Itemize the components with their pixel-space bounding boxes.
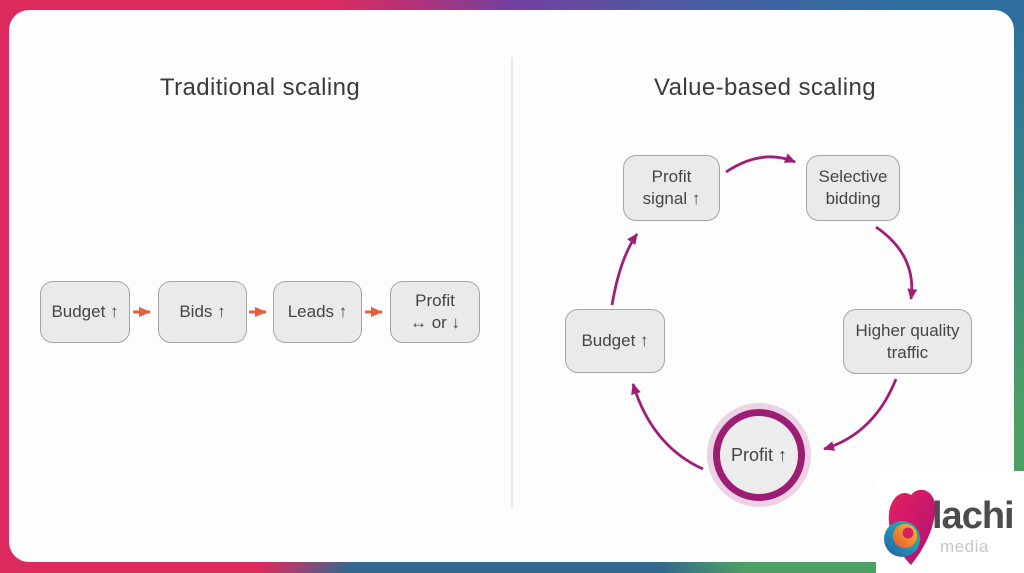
logo-sub-text: media: [940, 537, 989, 556]
node-budget-label: Budget ↑: [51, 302, 119, 322]
node-leads: Leads ↑: [273, 281, 362, 343]
left-panel-title: Traditional scaling: [159, 74, 361, 101]
node-bids: Bids ↑: [158, 281, 247, 343]
node-higher-line1: Higher quality: [855, 320, 960, 340]
node-profit-line2: ↔ or ↓: [409, 313, 461, 332]
profit-circle: Profit ↑: [713, 409, 805, 501]
node-profit-signal: Profit signal ↑: [623, 155, 720, 221]
node-budget: Budget ↑: [40, 281, 130, 343]
node-profit-line1: Profit: [415, 291, 455, 311]
node-budget-cycle-label: Budget ↑: [581, 331, 649, 351]
node-selective-line1: Selective: [818, 167, 888, 187]
node-leads-label: Leads ↑: [287, 302, 348, 322]
panel-divider: [511, 57, 513, 507]
profit-circle-label: Profit ↑: [730, 444, 787, 465]
node-selective-bidding: Selective bidding: [806, 155, 900, 221]
right-panel-title: Value-based scaling: [654, 74, 876, 101]
node-selective-line2: bidding: [825, 189, 881, 208]
lachi-heart-icon: [884, 489, 936, 565]
logo-brand-text: lachi: [932, 495, 1015, 537]
logo-corner: lachi media: [876, 471, 1024, 573]
node-profit-flat-or-down: Profit ↔ or ↓: [390, 281, 480, 343]
profit-circle-halo: Profit ↑: [707, 403, 811, 507]
node-higher-line2: traffic: [886, 342, 929, 362]
node-profit-signal-line1: Profit: [651, 167, 692, 187]
node-higher-quality-traffic: Higher quality traffic: [843, 309, 972, 374]
node-profit-signal-line2: signal ↑: [642, 189, 701, 208]
node-budget-cycle: Budget ↑: [565, 309, 665, 373]
node-bids-label: Bids ↑: [179, 302, 226, 322]
